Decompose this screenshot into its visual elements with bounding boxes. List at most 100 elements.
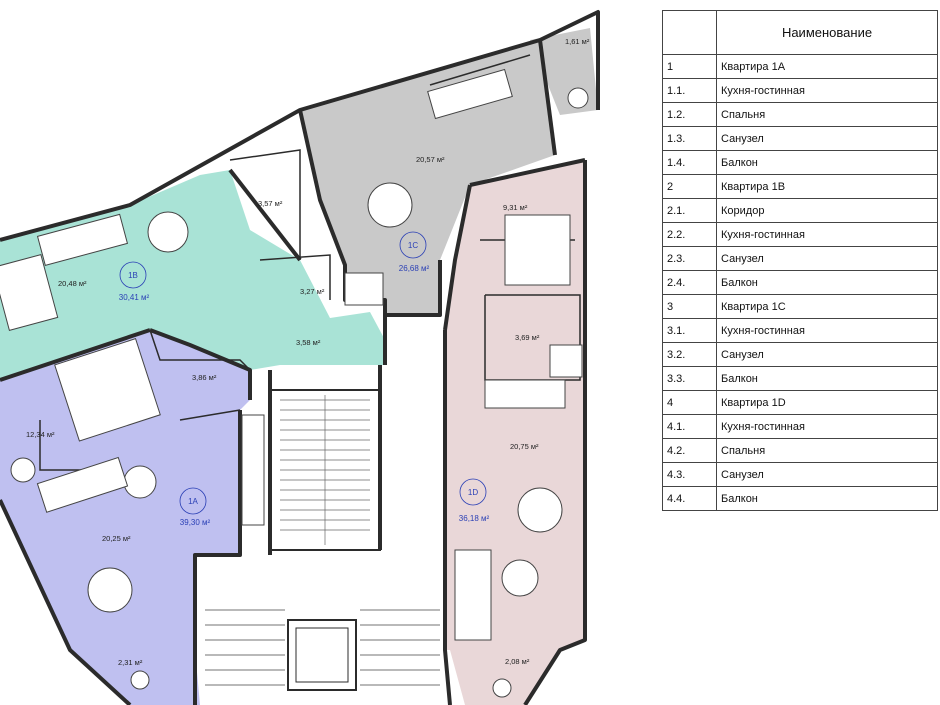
room-label: 3,69 м² [515,333,540,342]
apartment-1c-marker: 1C 26,68 м² [399,231,430,273]
apartment-id: 1A [188,497,198,506]
legend-row-number: 4.3. [662,462,717,487]
legend-row-number: 1.2. [662,102,717,127]
elevator-shaft [287,619,357,691]
bathroom-1c [344,272,384,306]
legend-num-header [662,10,717,55]
round-table-balcony-1c [567,87,589,109]
legend-row-number: 3 [662,294,717,319]
legend-row-number: 2.3. [662,246,717,271]
dining-table-1b [147,211,189,253]
apartment-1c-area [300,40,555,315]
legend-row-number: 1.4. [662,150,717,175]
legend-row-number: 2.4. [662,270,717,295]
legend-row: 1.2.Спальня [662,102,938,127]
legend-row-number: 1 [662,54,717,79]
apartment-id: 1C [408,241,418,250]
legend-row-name: Санузел [716,462,938,487]
elevator-cabin [295,627,349,683]
legend-row-name: Спальня [716,438,938,463]
legend-row-name: Спальня [716,102,938,127]
legend-row: 4.3.Санузел [662,462,938,487]
legend-name-header: Наименование [716,10,938,55]
apartment-area: 39,30 м² [180,518,211,527]
legend-row-name: Кухня-гостинная [716,414,938,439]
bathroom-1d [549,344,583,378]
sofa-1c [427,68,513,120]
legend-row: 3.1.Кухня-гостинная [662,318,938,343]
legend-row-name: Кухня-гостинная [716,78,938,103]
apartment-id: 1D [468,488,478,497]
room-label: 20,25 м² [102,534,131,543]
round-table-balcony-1d [492,678,512,698]
legend-row-number: 3.2. [662,342,717,367]
legend-row-number: 4 [662,390,717,415]
legend-row-name: Квартира 1С [716,294,938,319]
legend-row-name: Балкон [716,366,938,391]
sofa-1d [454,549,492,641]
apartment-area: 36,18 м² [459,514,490,523]
room-label: 9,31 м² [503,203,528,212]
legend-row-number: 4.1. [662,414,717,439]
room-label: 3,27 м² [300,287,325,296]
room-labels: 1,61 м² 20,57 м² 3,57 м² 9,31 м² 20,48 м… [26,37,590,667]
stair-treads [280,395,370,545]
furniture [0,68,589,698]
dining-table-1d [517,487,563,533]
legend-row-number: 2.2. [662,222,717,247]
legend-row: 3.2.Санузел [662,342,938,367]
legend-row: 2.1.Коридор [662,198,938,223]
room-label: 3,86 м² [192,373,217,382]
legend-row-name: Санузел [716,246,938,271]
armchair-1d [501,559,539,597]
legend-row-name: Кухня-гостинная [716,222,938,247]
legend-row: 3.3.Балкон [662,366,938,391]
room-label: 20,48 м² [58,279,87,288]
legend-row-name: Квартира 1В [716,174,938,199]
legend-row-number: 3.3. [662,366,717,391]
armchair-1a-small [10,457,36,483]
apartment-1d-marker: 1D 36,18 м² [459,478,490,523]
round-table-balcony-1a [130,670,150,690]
legend-row: 4.4.Балкон [662,486,938,511]
legend-row-name: Коридор [716,198,938,223]
legend-row-number: 3.1. [662,318,717,343]
legend-row-name: Санузел [716,342,938,367]
apartment-1a-area [0,330,250,705]
legend-row-number: 1.3. [662,126,717,151]
sofa-1b [36,213,129,266]
bed-1a [54,338,161,442]
legend-row-number: 2 [662,174,717,199]
dining-table-1c [367,182,413,228]
room-label: 20,75 м² [510,442,539,451]
room-label: 3,57 м² [258,199,283,208]
legend-row: 2.4.Балкон [662,270,938,295]
legend-row-number: 4.2. [662,438,717,463]
room-label: 12,34 м² [26,430,55,439]
room-label: 2,08 м² [505,657,530,666]
legend-row: 4.1.Кухня-гостинная [662,414,938,439]
legend-row: 2.3.Санузел [662,246,938,271]
room-label: 1,61 м² [565,37,590,46]
apartment-area: 26,68 м² [399,264,430,273]
lower-stair-treads [205,609,440,686]
legend-row: 1.4.Балкон [662,150,938,175]
walls [0,10,600,705]
legend-row-name: Санузел [716,126,938,151]
apartment-1a-marker: 1A 39,30 м² [179,487,211,527]
room-label: 20,57 м² [416,155,445,164]
legend-row-name: Балкон [716,270,938,295]
apartment-1b-marker: 1B 30,41 м² [119,261,150,302]
legend-row: 1.3.Санузел [662,126,938,151]
kitchen-counter-1d [484,379,566,409]
legend-row-number: 4.4. [662,486,717,511]
legend-row-number: 1.1. [662,78,717,103]
room-label: 2,31 м² [118,658,143,667]
apartment-id: 1B [128,271,138,280]
